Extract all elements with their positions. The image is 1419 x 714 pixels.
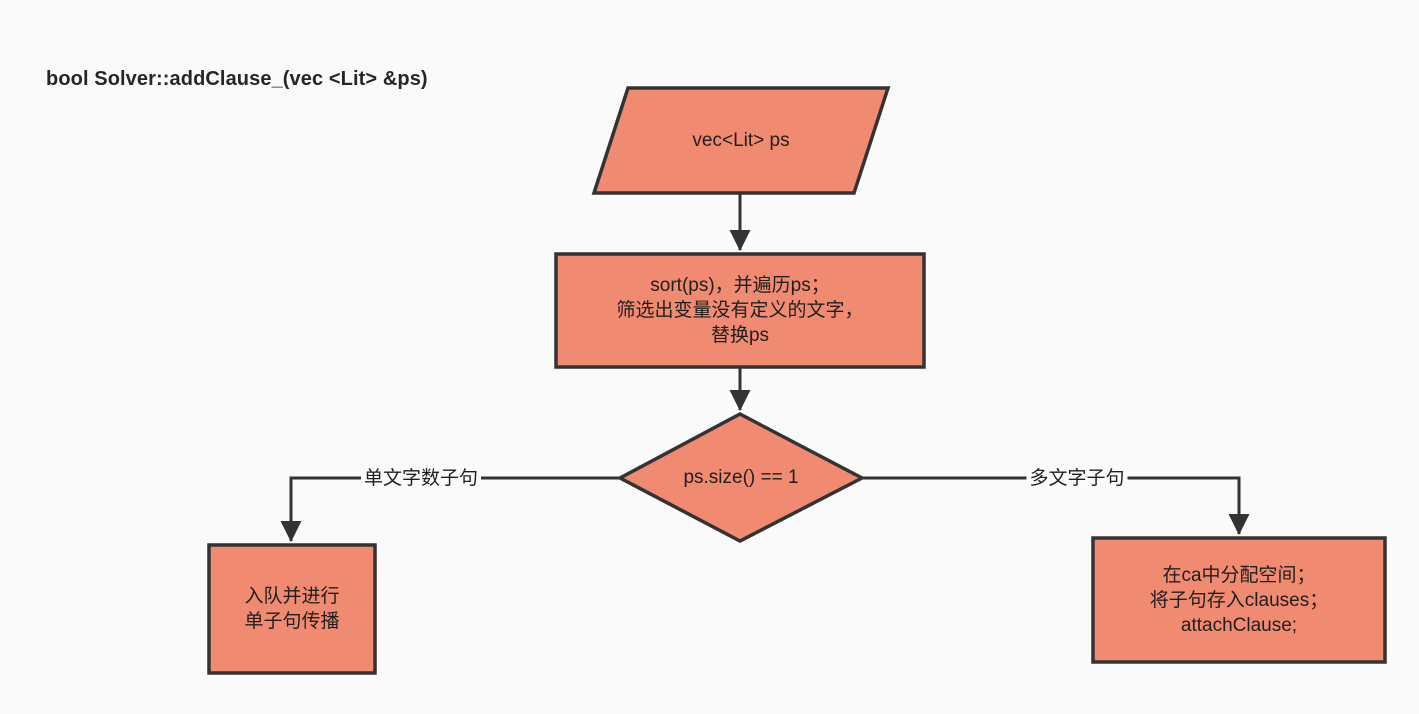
node-sort-process bbox=[554, 252, 926, 369]
edge-label-left-branch: 单文字数子句 bbox=[360, 467, 482, 491]
node-input-ps bbox=[591, 86, 891, 195]
node-multi-clause-action bbox=[1091, 536, 1387, 664]
edge-label-right-branch: 多文字子句 bbox=[1026, 467, 1128, 491]
edge-decision-to-multi-clause bbox=[862, 476, 1250, 536]
page-title: bool Solver::addClause_(vec <Lit> &ps) bbox=[46, 68, 428, 90]
node-size-decision bbox=[616, 412, 866, 543]
node-unit-clause-action bbox=[207, 543, 377, 675]
edge-decision-to-unit-clause bbox=[280, 476, 620, 543]
